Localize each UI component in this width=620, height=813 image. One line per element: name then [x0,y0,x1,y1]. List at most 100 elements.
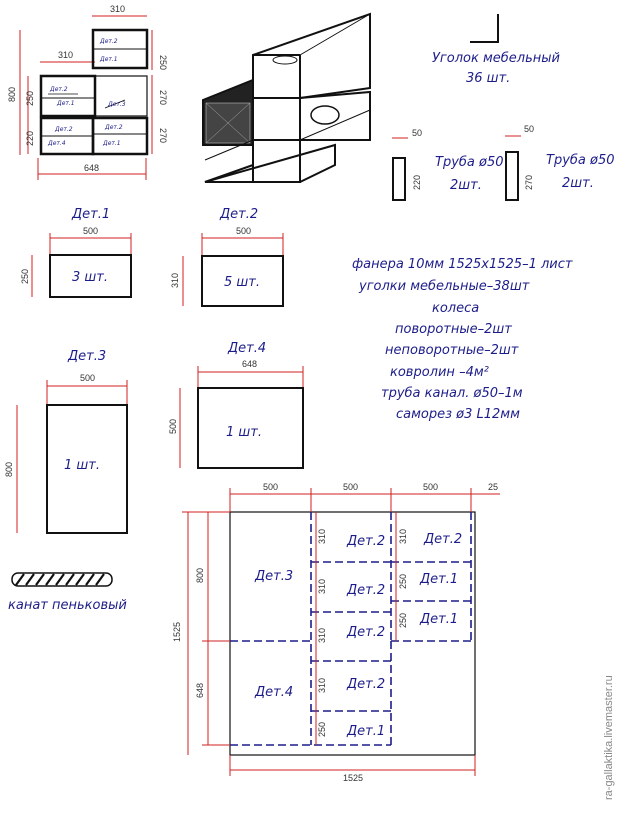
part-det2: Дет.2 500 310 5 шт. [170,207,284,307]
pipe-diam: 50 [412,128,422,138]
pipe-270: 50 270 Труба ø50 2шт. [505,124,615,201]
part-label: Дет.2 [49,86,68,93]
dim-text: 310 [317,678,327,693]
pipe-diam: 50 [524,124,534,134]
dim-text: 310 [317,628,327,643]
corner-count: 36 шт. [466,71,510,86]
pipe-220: 50 220 Труба ø50 2шт. [392,128,504,201]
part-label: Дет.1 [56,100,75,107]
material-item: колеса [432,301,479,316]
sheet-label: Дет.2 [346,625,385,640]
dim-text: 310 [317,579,327,594]
dim-text: 648 [84,163,99,173]
dim-text: 500 [343,482,358,492]
material-item: уголки мебельные–38шт [358,279,530,294]
dim-text: 220 [25,131,35,146]
part-qty: 1 шт. [226,425,262,440]
rope-label: канат пеньковый [8,598,127,613]
rope: канат пеньковый [8,572,127,613]
dim-text: 500 [263,482,278,492]
dim-text: 500 [236,226,251,236]
assembly-front-view: 310 250 310 800 250 270 220 270 648 Дет.… [7,4,168,180]
dim-text: 250 [398,613,408,628]
material-item: фанера 10мм 1525x1525–1 лист [352,257,573,272]
dim-text: 250 [317,722,327,737]
sheet-outline [229,511,476,756]
sheet-label: Дет.2 [346,583,385,598]
part-outline [197,387,304,469]
material-item: неповоротные–2шт [385,343,519,358]
dim-text: 500 [423,482,438,492]
dim-text: 800 [4,462,14,477]
sheet-label: Дет.3 [254,569,293,584]
sheet-label: Дет.1 [419,572,458,587]
dim-text: 250 [398,574,408,589]
sheet-label: Дет.4 [254,685,293,700]
part-label: Дет.1 [102,140,121,147]
dim-text: 310 [58,50,73,60]
part-label: Дет.2 [99,38,118,45]
dim-text: 250 [25,91,35,106]
rope-icon [11,572,113,587]
box-right-mid [94,75,148,117]
pipe-height: 220 [412,175,422,190]
material-item: саморез ø3 L12мм [396,407,520,422]
dim-text: 800 [195,568,205,583]
dim-text: 648 [195,683,205,698]
dim-text: 270 [158,128,168,143]
dim-text: 310 [317,529,327,544]
material-item: ковролин –4м² [390,365,489,380]
pipe-count: 2шт. [450,178,482,193]
part-label: Дет.2 [104,124,123,131]
pipe-label: Труба ø50 [435,155,504,170]
dim-text: 310 [170,273,180,288]
part-label: Дет.4 [47,140,66,147]
sheet-label: Дет.1 [419,612,458,627]
pipe-label: Труба ø50 [546,153,615,168]
dim-text: 500 [83,226,98,236]
pipe-shape [505,151,519,201]
material-item: поворотные–2шт [395,322,512,337]
pipe-height: 270 [524,175,534,190]
corner-title: Уголок мебельный [432,51,560,66]
pipe-shape [392,157,406,201]
part-outline [201,255,284,307]
part-det1: Дет.1 500 250 3 шт. [20,207,132,298]
dim-text: 270 [158,90,168,105]
dim-text: 648 [242,359,257,369]
sheet-label: Дет.1 [346,724,385,739]
dim-text: 800 [7,87,17,102]
corner-icon [470,14,499,43]
dim-text: 500 [168,419,178,434]
part-outline [49,254,132,298]
part-qty: 3 шт. [72,270,108,285]
part-title: Дет.3 [67,349,106,364]
dim-text: 250 [20,269,30,284]
sheet-label: Дет.2 [346,534,385,549]
corner-bracket: Уголок мебельный 36 шт. [432,14,560,86]
dim-text: 25 [488,482,498,492]
part-det4: Дет.4 648 500 1 шт. [168,341,304,469]
part-title: Дет.4 [227,341,266,356]
materials-list: фанера 10мм 1525x1525–1 лист уголки мебе… [352,257,573,422]
dim-text: 250 [158,55,168,70]
part-qty: 1 шт. [64,458,100,473]
part-qty: 5 шт. [224,275,260,290]
cutting-sheet: 500 500 500 25 1525 800 648 1525 [172,482,500,783]
part-label: Дет.1 [99,56,118,63]
dim-text: 500 [80,373,95,383]
watermark: ra-gallaktika.livemaster.ru [603,675,615,800]
material-item: труба канал. ø50–1м [381,386,523,401]
isometric-view [202,12,371,183]
part-label: Дет.3 [107,101,126,108]
box-left-mid [39,74,97,118]
dim-text: 1525 [172,622,182,642]
pipe-count: 2шт. [562,176,594,191]
dim-text: 310 [110,4,125,14]
hatch [104,99,126,109]
dim-text: 1525 [343,773,363,783]
part-title: Дет.1 [71,207,110,222]
part-label: Дет.2 [54,126,73,133]
dim-text: 310 [398,529,408,544]
part-title: Дет.2 [219,207,258,222]
